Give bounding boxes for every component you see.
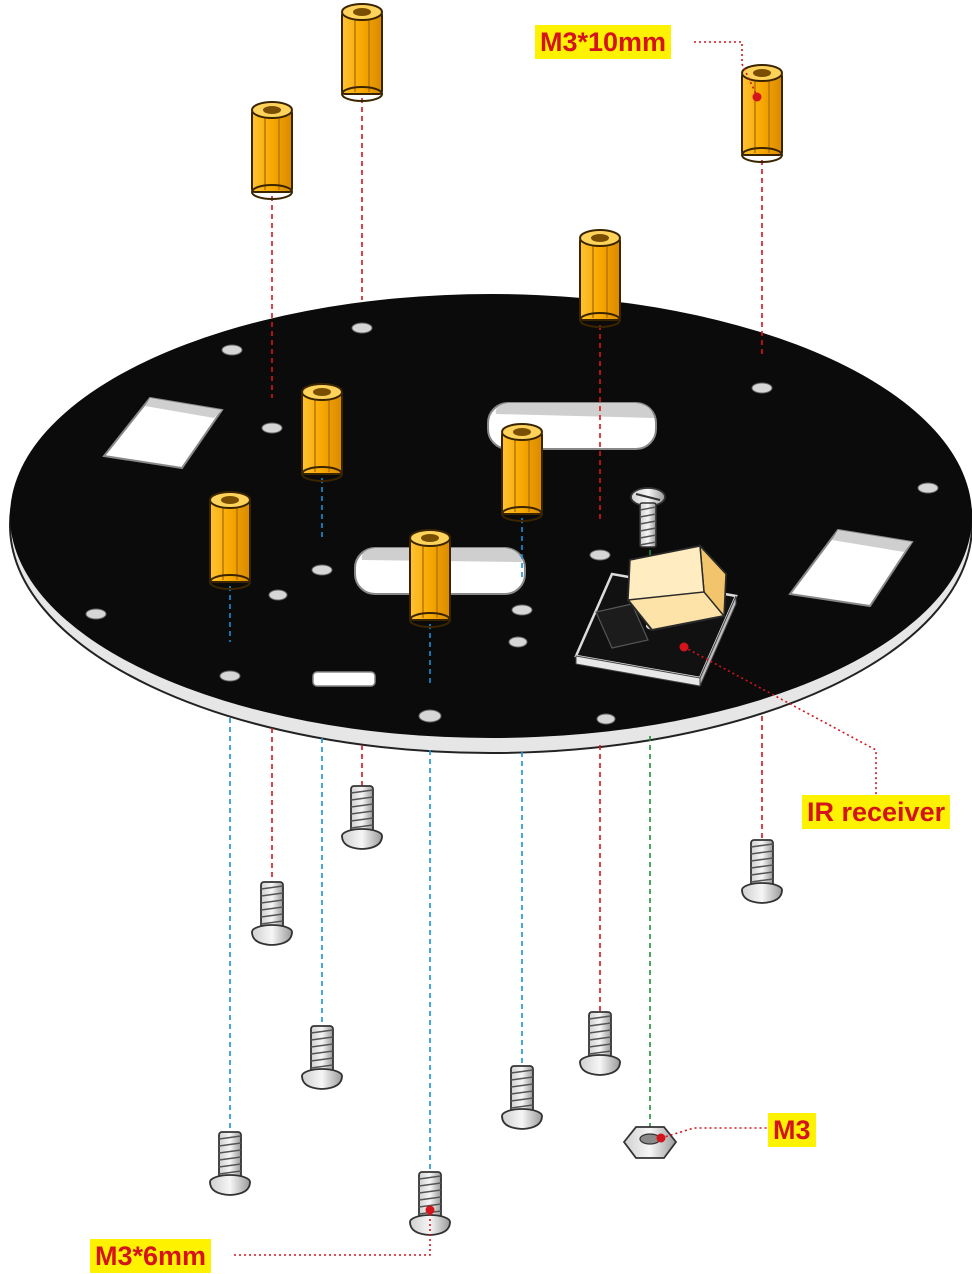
- ir-mount-screw-icon: [630, 487, 666, 548]
- plate-slot-left: [102, 396, 224, 470]
- screw-label: M3*6mm: [90, 1239, 212, 1273]
- standoff-label: M3*10mm: [535, 25, 672, 59]
- plate-slot-small: [312, 671, 376, 687]
- nut-label: M3: [768, 1113, 816, 1147]
- chassis-plate: [9, 294, 972, 754]
- ir-receiver-icon: [574, 543, 738, 687]
- screw-icon: [209, 785, 783, 1236]
- callout-dots: [425, 92, 762, 1215]
- callout-leaders: [234, 41, 877, 1256]
- hex-nut-icon: [622, 1126, 678, 1159]
- plate-holes: [85, 322, 939, 725]
- plate-slot-right: [788, 528, 914, 608]
- ir-receiver-label: IR receiver: [802, 795, 951, 829]
